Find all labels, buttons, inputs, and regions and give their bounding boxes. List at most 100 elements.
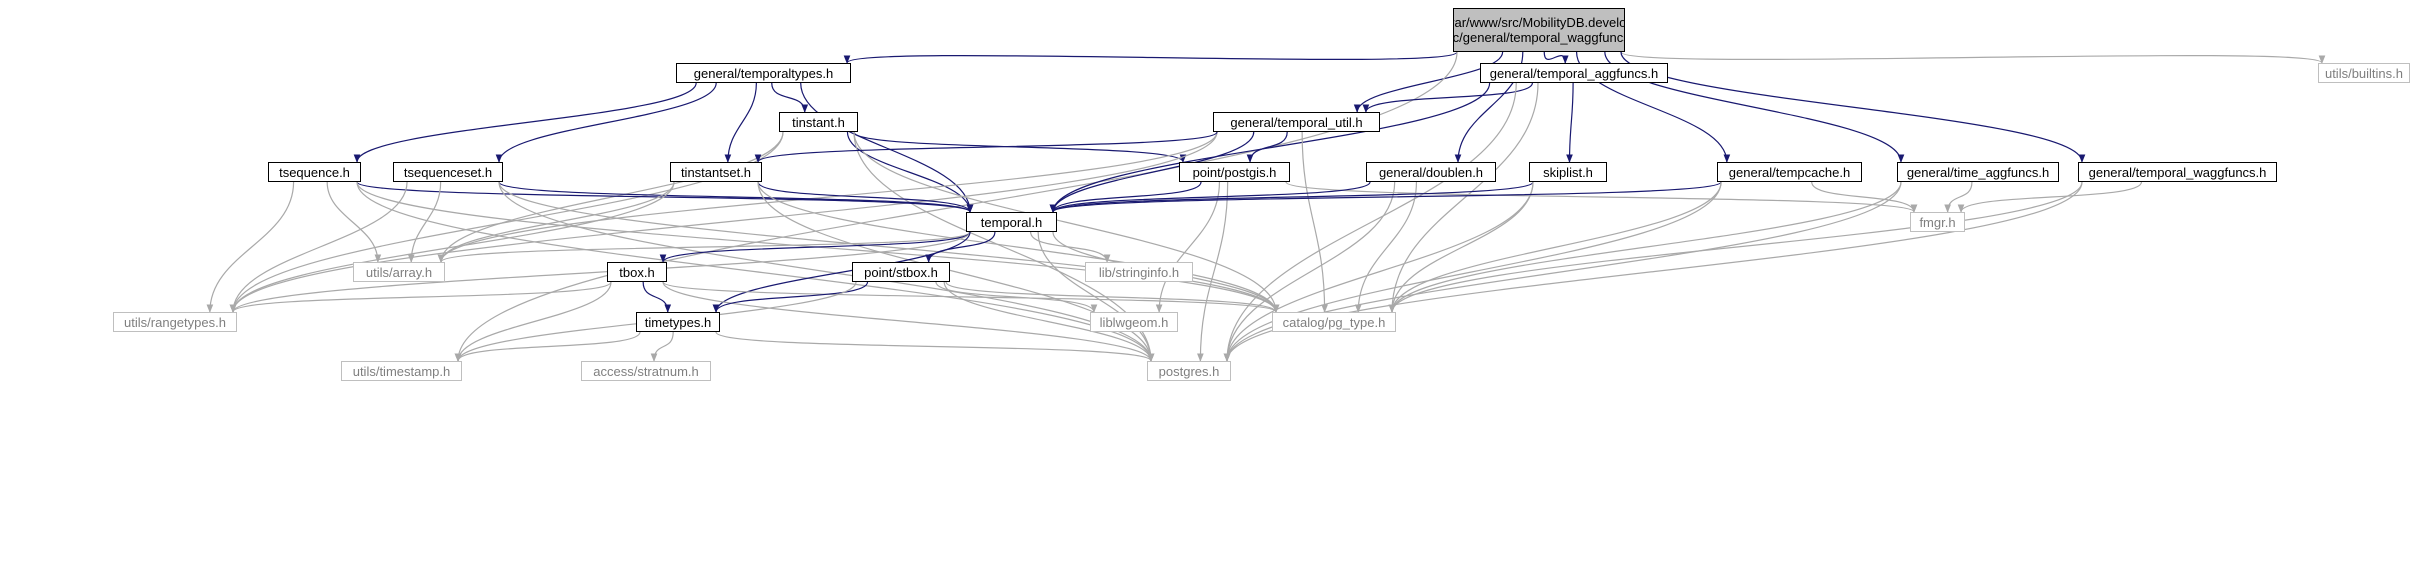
edge-skiplist_h-to-temporal_h bbox=[1049, 181, 1534, 213]
edge-tsequenceset_h-to-catalog_pg_type_h bbox=[498, 181, 1280, 313]
edge-tbox_h-to-utils_timestamp_h bbox=[454, 281, 612, 362]
node-label: general/temporal_waggfuncs.h bbox=[2088, 164, 2267, 180]
node-label: /var/www/src/MobilityDB.develop bbox=[1453, 15, 1625, 30]
edge-tsequenceset_h-to-temporal_h bbox=[498, 181, 974, 213]
edge-tinstantset_h-to-temporal_h bbox=[757, 181, 974, 213]
node-general-tempcache-h[interactable]: general/tempcache.h bbox=[1717, 162, 1862, 182]
edge-general_tempcache_h-to-catalog_pg_type_h bbox=[1388, 181, 1722, 313]
edge-temporal_h-to-point_stbox_h bbox=[925, 231, 996, 263]
node-utils-array-h: utils/array.h bbox=[353, 262, 445, 282]
edge-layer bbox=[206, 51, 2326, 362]
node-label: point/stbox.h bbox=[864, 264, 938, 280]
node-tinstant-h[interactable]: tinstant.h bbox=[779, 112, 858, 132]
node-label: access/stratnum.h bbox=[593, 363, 699, 379]
edge-tsequence_h-to-postgres_h bbox=[356, 181, 1155, 362]
node-general-temporaltypes-h[interactable]: general/temporaltypes.h bbox=[676, 63, 851, 83]
edge-general_temporal_util_h-to-utils_array_h bbox=[437, 131, 1218, 263]
edge-temporal_h-to-utils_array_h bbox=[437, 231, 971, 263]
node-label: timetypes.h bbox=[644, 314, 712, 330]
edge-temporal_h-to-tbox_h bbox=[659, 231, 971, 263]
edge-root-to-general_temporal_aggfuncs_h bbox=[1543, 51, 1569, 64]
edge-root-to-utils_timestamp_h bbox=[454, 51, 1458, 362]
edge-general_temporaltypes_h-to-tinstantset_h bbox=[724, 82, 757, 163]
edge-general_temporal_util_h-to-temporal_h bbox=[1049, 131, 1255, 213]
edge-general_temporal_aggfuncs_h-to-catalog_pg_type_h bbox=[1388, 82, 1539, 313]
edge-general_temporal_aggfuncs_h-to-general_temporal_util_h bbox=[1362, 82, 1533, 113]
edge-tinstant_h-to-utils_array_h bbox=[437, 131, 784, 263]
edge-general_tempcache_h-to-fmgr_h bbox=[1811, 181, 1918, 213]
node-general-temporal-waggfuncs-h[interactable]: general/temporal_waggfuncs.h bbox=[2078, 162, 2277, 182]
edge-point_stbox_h-to-catalog_pg_type_h bbox=[945, 281, 1280, 313]
node-label: utils/timestamp.h bbox=[352, 363, 451, 379]
node-access-stratnum-h: access/stratnum.h bbox=[581, 361, 711, 381]
node-liblwgeom-h: liblwgeom.h bbox=[1090, 312, 1178, 332]
edge-general_temporal_util_h-to-utils_rangetypes_h bbox=[229, 131, 1218, 313]
edge-timetypes_h-to-postgres_h bbox=[715, 331, 1155, 362]
edge-general_temporaltypes_h-to-tinstant_h bbox=[771, 82, 809, 113]
node-label: skiplist.h bbox=[1543, 164, 1593, 180]
node-general-temporal-aggfuncs-h[interactable]: general/temporal_aggfuncs.h bbox=[1480, 63, 1668, 83]
edge-general_temporal_util_h-to-tinstantset_h bbox=[754, 131, 1218, 163]
node-fmgr-h: fmgr.h bbox=[1910, 212, 1965, 232]
edge-skiplist_h-to-postgres_h bbox=[1223, 181, 1534, 362]
node-label: fmgr.h bbox=[1919, 214, 1956, 230]
node-point-stbox-h[interactable]: point/stbox.h bbox=[852, 262, 950, 282]
node-utils-timestamp-h: utils/timestamp.h bbox=[341, 361, 462, 381]
edge-root-to-general_temporal_waggfuncs_h bbox=[1620, 51, 2086, 163]
node-temporal-h[interactable]: temporal.h bbox=[966, 212, 1057, 232]
edge-tinstantset_h-to-catalog_pg_type_h bbox=[757, 181, 1280, 313]
edge-tbox_h-to-timetypes_h bbox=[642, 281, 672, 313]
node-label: postgres.h bbox=[1158, 363, 1220, 379]
edge-tinstant_h-to-point_postgis_h bbox=[853, 131, 1187, 163]
edge-tsequence_h-to-utils_rangetypes_h bbox=[206, 181, 295, 313]
edge-general_tempcache_h-to-postgres_h bbox=[1223, 181, 1722, 362]
node-timetypes-h[interactable]: timetypes.h bbox=[636, 312, 720, 332]
edge-general_time_aggfuncs_h-to-fmgr_h bbox=[1944, 181, 1973, 213]
node-label: tbox.h bbox=[619, 264, 655, 280]
node-tsequenceset-h[interactable]: tsequenceset.h bbox=[393, 162, 503, 182]
node-label: utils/array.h bbox=[365, 264, 433, 280]
node-label: tinstantset.h bbox=[680, 164, 752, 180]
edge-tsequenceset_h-to-utils_array_h bbox=[407, 181, 442, 263]
edge-timetypes_h-to-utils_timestamp_h bbox=[454, 331, 641, 362]
edge-general_temporaltypes_h-to-tsequenceset_h bbox=[495, 82, 717, 163]
edge-temporal_h-to-utils_rangetypes_h bbox=[229, 231, 971, 313]
node-point-postgis-h[interactable]: point/postgis.h bbox=[1179, 162, 1290, 182]
node-tinstantset-h[interactable]: tinstantset.h bbox=[670, 162, 762, 182]
node-utils-rangetypes-h: utils/rangetypes.h bbox=[113, 312, 237, 332]
edge-root-to-general_temporal_util_h bbox=[1353, 51, 1504, 113]
node-label: /src/general/temporal_waggfuncs.c bbox=[1453, 30, 1624, 45]
edge-tinstantset_h-to-utils_rangetypes_h bbox=[229, 181, 675, 313]
edge-temporal_h-to-timetypes_h bbox=[712, 231, 971, 313]
edge-tbox_h-to-utils_rangetypes_h bbox=[229, 281, 612, 313]
edge-general_temporal_aggfuncs_h-to-temporal_h bbox=[1049, 82, 1491, 213]
node-label: utils/rangetypes.h bbox=[124, 314, 226, 330]
node-tbox-h[interactable]: tbox.h bbox=[607, 262, 667, 282]
edge-point_postgis_h-to-postgres_h bbox=[1197, 181, 1229, 362]
edge-point_stbox_h-to-postgres_h bbox=[943, 281, 1155, 362]
node-label: catalog/pg_type.h bbox=[1282, 314, 1386, 330]
edge-point_stbox_h-to-liblwgeom_h bbox=[935, 281, 1098, 313]
node-general-time-aggfuncs-h[interactable]: general/time_aggfuncs.h bbox=[1897, 162, 2059, 182]
edge-general_temporal_util_h-to-catalog_pg_type_h bbox=[1301, 131, 1328, 313]
node-skiplist-h[interactable]: skiplist.h bbox=[1529, 162, 1607, 182]
node-label: lib/stringinfo.h bbox=[1098, 264, 1180, 280]
edge-point_postgis_h-to-liblwgeom_h bbox=[1155, 181, 1221, 313]
edge-tsequence_h-to-utils_array_h bbox=[326, 181, 382, 263]
node-label: general/doublen.h bbox=[1378, 164, 1484, 180]
node-label: tinstant.h bbox=[792, 114, 845, 130]
edge-general_temporal_aggfuncs_h-to-postgres_h bbox=[1223, 82, 1517, 362]
node-postgres-h: postgres.h bbox=[1147, 361, 1231, 381]
edge-tbox_h-to-catalog_pg_type_h bbox=[662, 281, 1280, 313]
edge-general_temporal_util_h-to-point_postgis_h bbox=[1246, 131, 1288, 163]
node-root[interactable]: /var/www/src/MobilityDB.develop/src/gene… bbox=[1453, 8, 1625, 52]
node-label: general/tempcache.h bbox=[1728, 164, 1851, 180]
node-label: temporal.h bbox=[980, 214, 1043, 230]
edge-general_time_aggfuncs_h-to-catalog_pg_type_h bbox=[1388, 181, 1902, 313]
edge-general_temporal_waggfuncs_h-to-fmgr_h bbox=[1957, 181, 2143, 213]
node-general-temporal-util-h[interactable]: general/temporal_util.h bbox=[1213, 112, 1380, 132]
edge-general_temporal_aggfuncs_h-to-skiplist_h bbox=[1566, 82, 1574, 163]
node-tsequence-h[interactable]: tsequence.h bbox=[268, 162, 361, 182]
node-general-doublen-h[interactable]: general/doublen.h bbox=[1366, 162, 1496, 182]
edge-general_temporaltypes_h-to-tsequence_h bbox=[353, 82, 697, 163]
